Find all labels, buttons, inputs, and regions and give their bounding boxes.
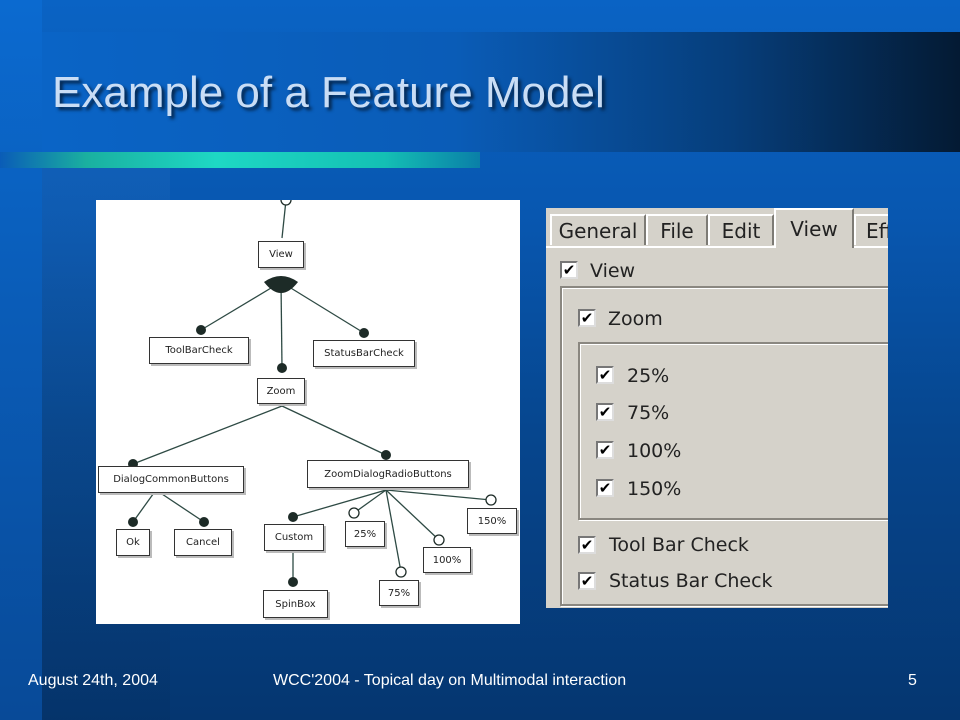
mandatory-dot	[359, 328, 369, 338]
mandatory-dot	[288, 512, 298, 522]
zoom-100-checkbox[interactable]: ✔	[596, 441, 614, 459]
feature-zoomdialogradiobuttons: ZoomDialogRadioButtons	[307, 460, 469, 488]
tab-file[interactable]: File	[646, 214, 708, 245]
optional-dot	[485, 494, 497, 506]
mandatory-dot	[381, 450, 391, 460]
toolbar-check-label: Tool Bar Check	[609, 534, 749, 556]
dialog-tabs: General File Edit View Eff	[546, 208, 888, 248]
statusbar-check-checkbox[interactable]: ✔	[578, 572, 596, 590]
view-checkbox[interactable]: ✔	[560, 261, 578, 279]
zoom-25-checkbox[interactable]: ✔	[596, 366, 614, 384]
feature-model-diagram: View ToolBarCheck StatusBarCheck Zoom Di…	[96, 200, 520, 624]
feature-dialogcommonbuttons: DialogCommonButtons	[98, 466, 244, 493]
mandatory-dot	[196, 325, 206, 335]
feature-model-edges	[128, 200, 497, 587]
feature-150-percent: 150%	[467, 508, 517, 534]
feature-zoom: Zoom	[257, 378, 305, 404]
accent-line	[0, 152, 480, 168]
optional-dot	[433, 534, 445, 546]
footer-date: August 24th, 2004	[28, 672, 158, 689]
alternative-group-arc	[264, 276, 298, 293]
mandatory-dot	[277, 363, 287, 373]
feature-25-percent: 25%	[345, 521, 385, 547]
feature-statusbarcheck: StatusBarCheck	[313, 340, 415, 367]
tab-baseline	[546, 246, 888, 248]
zoom-100-label: 100%	[627, 440, 682, 462]
title-bar	[42, 32, 960, 152]
feature-100-percent: 100%	[423, 547, 471, 573]
tab-edit[interactable]: Edit	[708, 214, 774, 245]
toolbar-check-checkbox[interactable]: ✔	[578, 536, 596, 554]
mandatory-dot	[288, 577, 298, 587]
optional-dot	[348, 507, 360, 519]
tab-effects[interactable]: Eff	[854, 214, 888, 245]
options-dialog: General File Edit View Eff ✔ View ✔ Zoom…	[546, 208, 888, 608]
mandatory-dot	[199, 517, 209, 527]
tab-general[interactable]: General	[550, 214, 646, 245]
feature-view: View	[258, 241, 304, 268]
footer-page-number: 5	[908, 672, 917, 689]
mandatory-dot	[128, 517, 138, 527]
zoom-25-label: 25%	[627, 365, 670, 387]
tab-view[interactable]: View	[774, 208, 854, 248]
zoom-75-label: 75%	[627, 402, 670, 424]
feature-spinbox: SpinBox	[263, 590, 328, 618]
view-checkbox-label: View	[590, 260, 636, 282]
zoom-group-frame	[578, 342, 888, 520]
view-group-frame	[560, 286, 888, 606]
statusbar-check-label: Status Bar Check	[609, 570, 773, 592]
footer-event: WCC'2004 - Topical day on Multimodal int…	[273, 672, 627, 689]
zoom-checkbox-label: Zoom	[608, 308, 663, 330]
zoom-150-label: 150%	[627, 478, 682, 500]
optional-dot	[395, 566, 407, 578]
feature-cancel: Cancel	[174, 529, 232, 556]
optional-dot	[280, 200, 292, 206]
zoom-75-checkbox[interactable]: ✔	[596, 403, 614, 421]
feature-75-percent: 75%	[379, 580, 419, 606]
slide-side-band	[0, 0, 42, 720]
slide-title: Example of a Feature Model	[52, 68, 605, 117]
feature-toolbarcheck: ToolBarCheck	[149, 337, 249, 364]
zoom-checkbox[interactable]: ✔	[578, 309, 596, 327]
zoom-150-checkbox[interactable]: ✔	[596, 479, 614, 497]
feature-ok: Ok	[116, 529, 150, 556]
feature-custom: Custom	[264, 524, 324, 551]
